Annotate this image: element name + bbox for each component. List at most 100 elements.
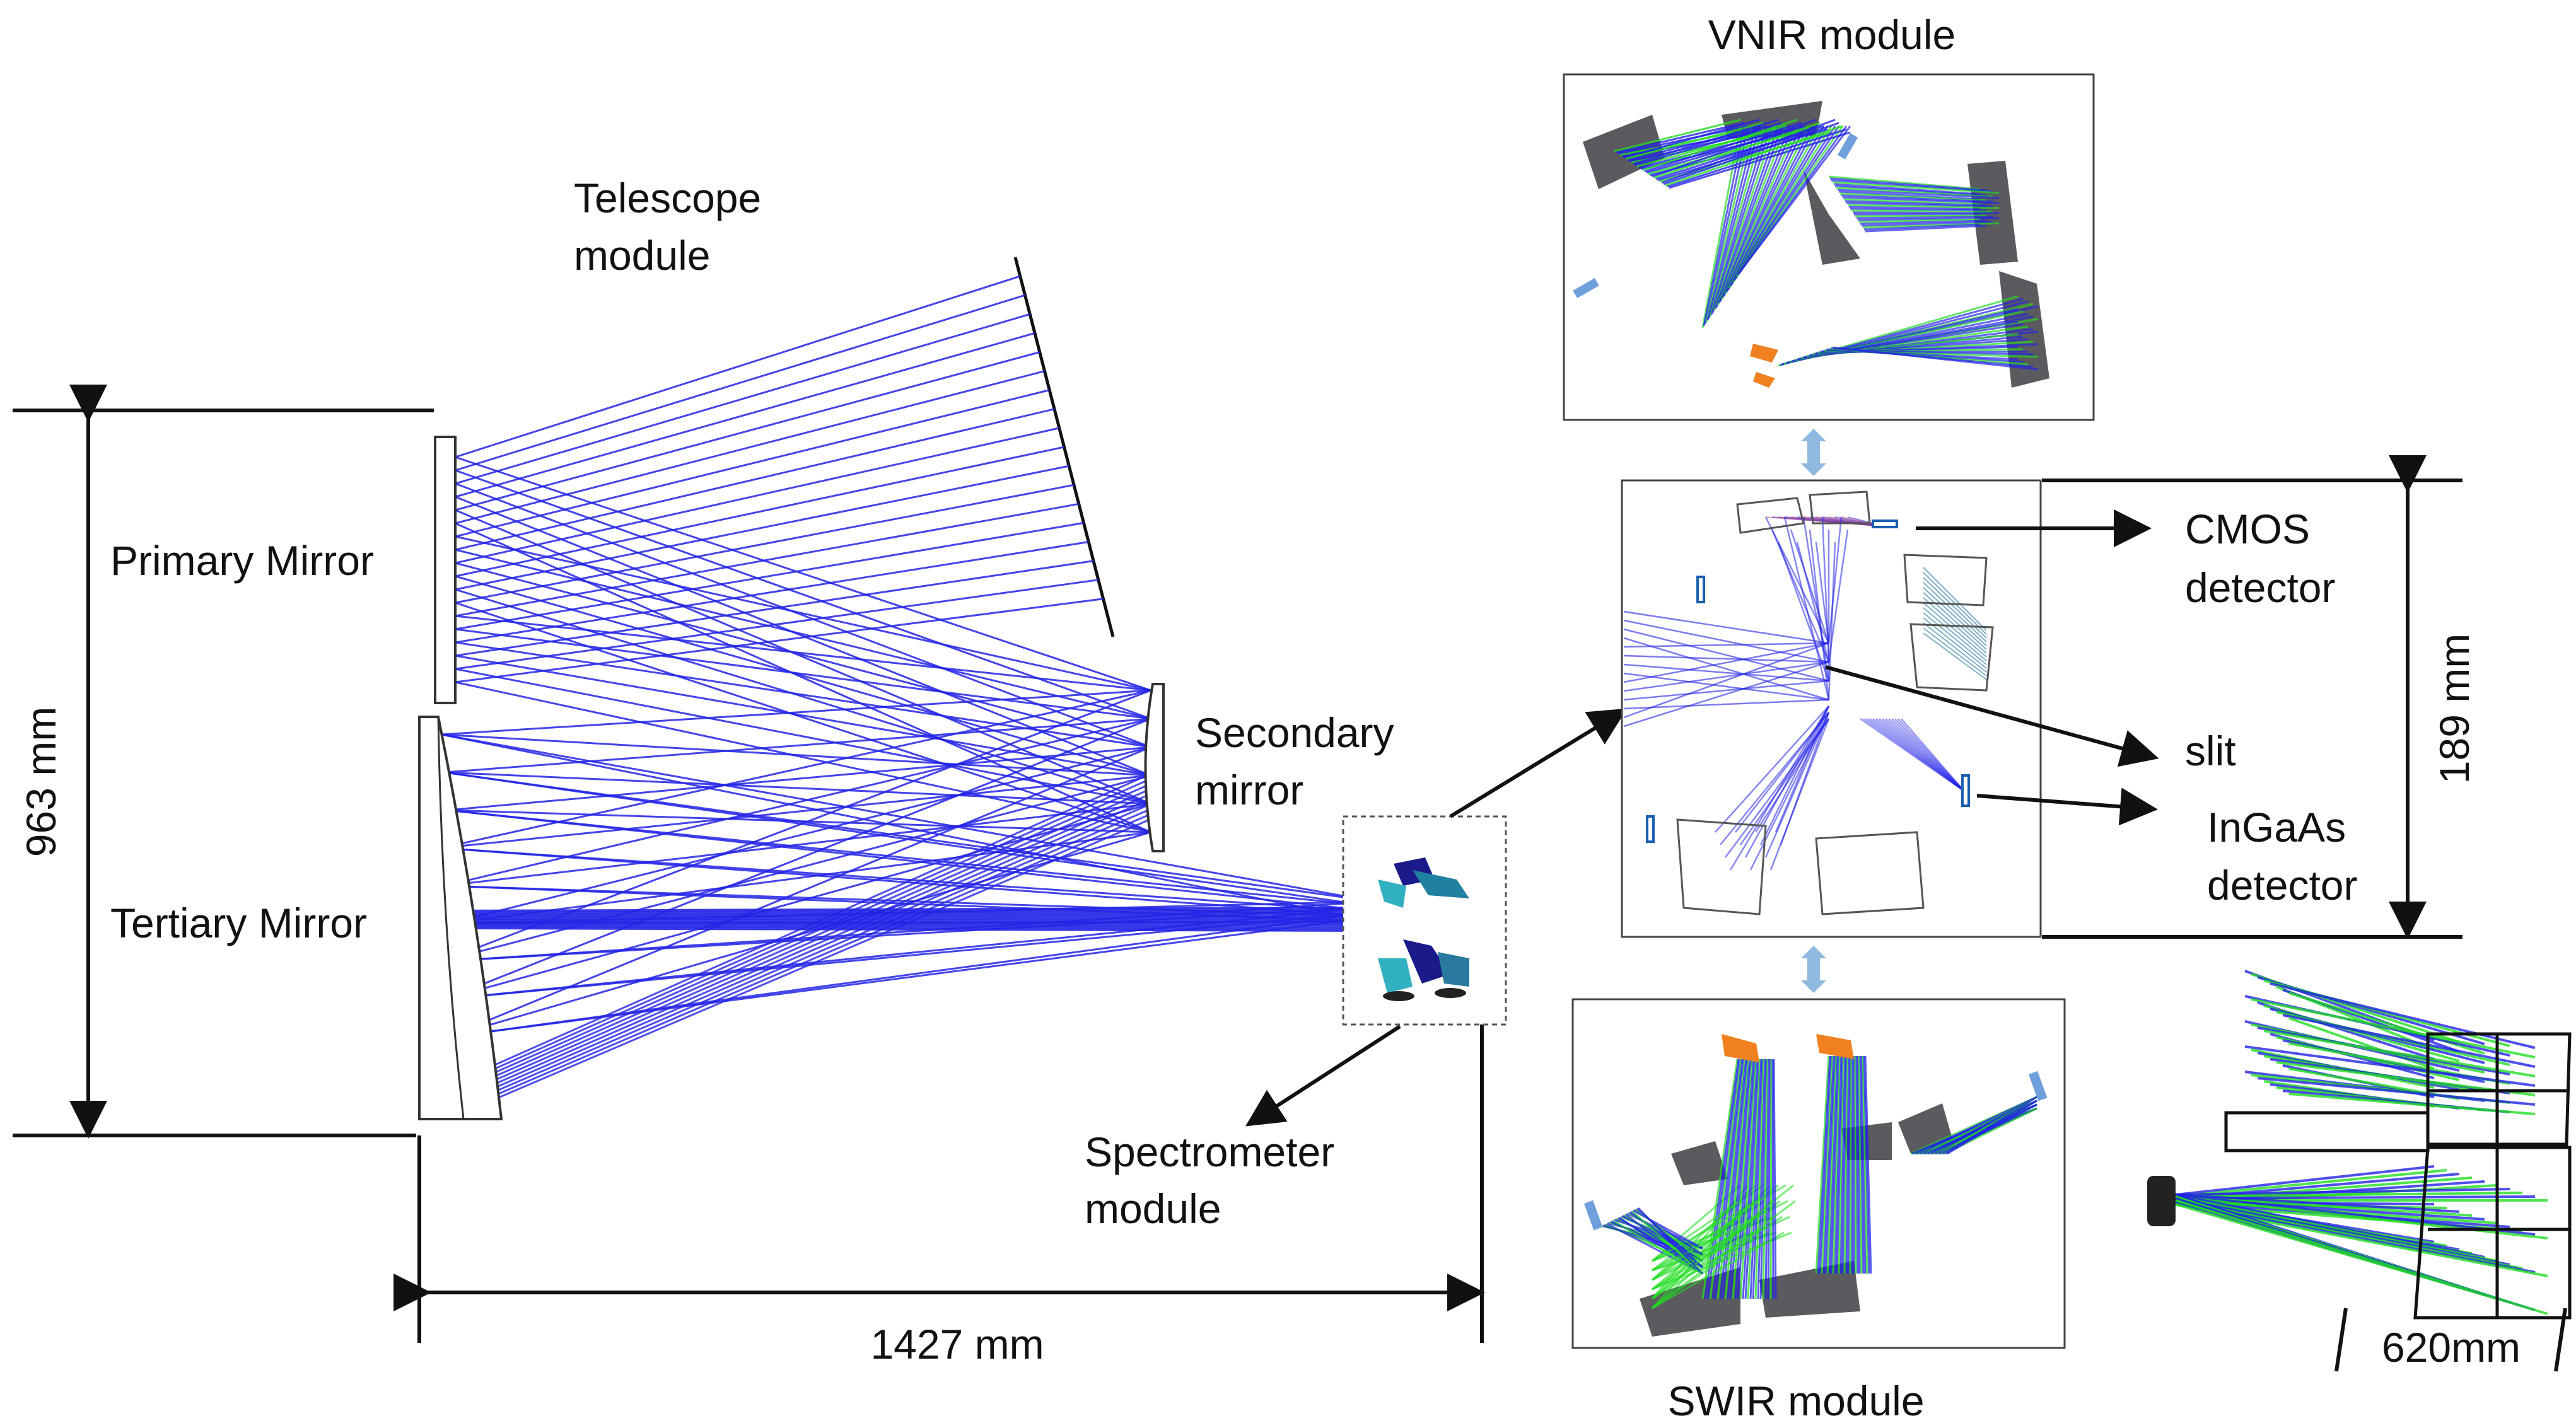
ray <box>1832 181 2000 194</box>
ray <box>1830 1055 1840 1274</box>
ray <box>1764 1059 1770 1299</box>
ray <box>1833 183 1981 195</box>
cmos-detector-element <box>1872 520 1898 528</box>
ray <box>1827 516 1843 644</box>
ray <box>444 803 1151 887</box>
ray <box>447 809 1151 833</box>
ray <box>1661 119 1836 184</box>
ray <box>1815 1055 1830 1274</box>
swir-optics-render <box>1583 1034 2048 1337</box>
ray <box>1869 718 1965 792</box>
ray <box>1633 119 1779 165</box>
ray <box>1623 642 1829 648</box>
dimension-189-label: 189 mm <box>2431 634 2478 784</box>
ray <box>1617 125 1749 155</box>
ray <box>455 535 1151 692</box>
ray <box>455 313 1030 485</box>
ray <box>1879 718 1965 792</box>
ray <box>1754 1059 1765 1299</box>
ray <box>1848 206 1981 211</box>
ray <box>1759 1059 1768 1299</box>
ray <box>1837 189 2000 199</box>
ray <box>455 541 1089 644</box>
telescope-module-label-2: module <box>574 232 710 279</box>
ray <box>1762 1059 1769 1299</box>
ray <box>455 332 1035 498</box>
ray <box>1757 1059 1766 1299</box>
spectrometer-ray-trace <box>1623 516 1987 871</box>
ray <box>479 786 1155 1084</box>
ray <box>1839 1055 1846 1274</box>
ray <box>1708 125 1761 319</box>
ray <box>1790 529 1830 644</box>
ray <box>1714 125 1780 310</box>
ray <box>1888 718 1965 792</box>
ray <box>1882 718 1965 792</box>
vnir-module-label: VNIR module <box>1708 11 1956 58</box>
ray <box>1636 125 1786 168</box>
ray <box>1842 196 2000 204</box>
callouts: CMOS detector slit InGaAs detector <box>1825 506 2357 908</box>
ray <box>1623 642 1829 719</box>
ray <box>479 816 1155 1107</box>
tertiary-mirror-label: Tertiary Mirror <box>110 900 367 946</box>
ray <box>1663 122 1839 185</box>
ray <box>455 668 1151 805</box>
ray <box>455 654 1151 777</box>
swir-module-label: SWIR module <box>1667 1378 1924 1424</box>
ray <box>1737 1059 1756 1299</box>
ray <box>444 771 1375 903</box>
ray <box>455 502 1080 617</box>
ray <box>455 370 1045 525</box>
ray <box>1851 1055 1854 1274</box>
ray <box>444 923 1375 927</box>
dimension-1427-label: 1427 mm <box>870 1321 1044 1367</box>
spectrometer-module-label-2: module <box>1085 1185 1221 1232</box>
ray <box>444 909 1375 914</box>
ray <box>1827 529 1849 663</box>
ray <box>1829 177 1987 192</box>
ray <box>441 733 1375 923</box>
ray <box>1714 1059 1745 1299</box>
ray <box>479 801 1155 1096</box>
ray <box>1891 718 1965 792</box>
ray <box>1923 587 1987 646</box>
ray <box>1845 200 1987 207</box>
ray <box>447 746 1151 1038</box>
ray <box>455 389 1050 538</box>
dimension-189: 189 mm <box>2042 455 2478 939</box>
ray <box>1852 211 2000 214</box>
ray <box>1623 672 1829 701</box>
ray <box>2263 1030 2536 1077</box>
ray <box>1735 712 1829 833</box>
ray <box>1945 1096 2037 1155</box>
ray <box>455 482 1151 748</box>
ingaas-detector-element <box>1961 774 1970 807</box>
ray <box>2257 1077 2536 1106</box>
ray <box>1894 718 1965 792</box>
ray <box>2175 1165 2435 1196</box>
ray <box>1819 1055 1833 1274</box>
ray <box>1749 1059 1763 1299</box>
ray <box>1742 1059 1759 1299</box>
ray <box>1773 1059 1777 1299</box>
primary-mirror <box>434 436 457 704</box>
ray <box>1845 1055 1850 1274</box>
ray <box>1644 122 1802 173</box>
ray <box>1859 1055 1865 1274</box>
ray <box>1858 1055 1863 1274</box>
ray <box>1744 1059 1760 1299</box>
ray <box>1923 582 1987 642</box>
ray <box>455 484 1075 604</box>
ray <box>1826 1055 1838 1274</box>
ray <box>479 781 1155 1081</box>
ray <box>1817 1055 1831 1274</box>
ray <box>1754 718 1830 833</box>
ray <box>2270 982 2536 1049</box>
ray <box>1847 1055 1851 1274</box>
ray <box>1843 1055 1849 1274</box>
ray <box>441 733 1375 903</box>
ray <box>2175 1193 2460 1213</box>
ray <box>2282 1014 2536 1068</box>
ray <box>1923 602 1987 658</box>
